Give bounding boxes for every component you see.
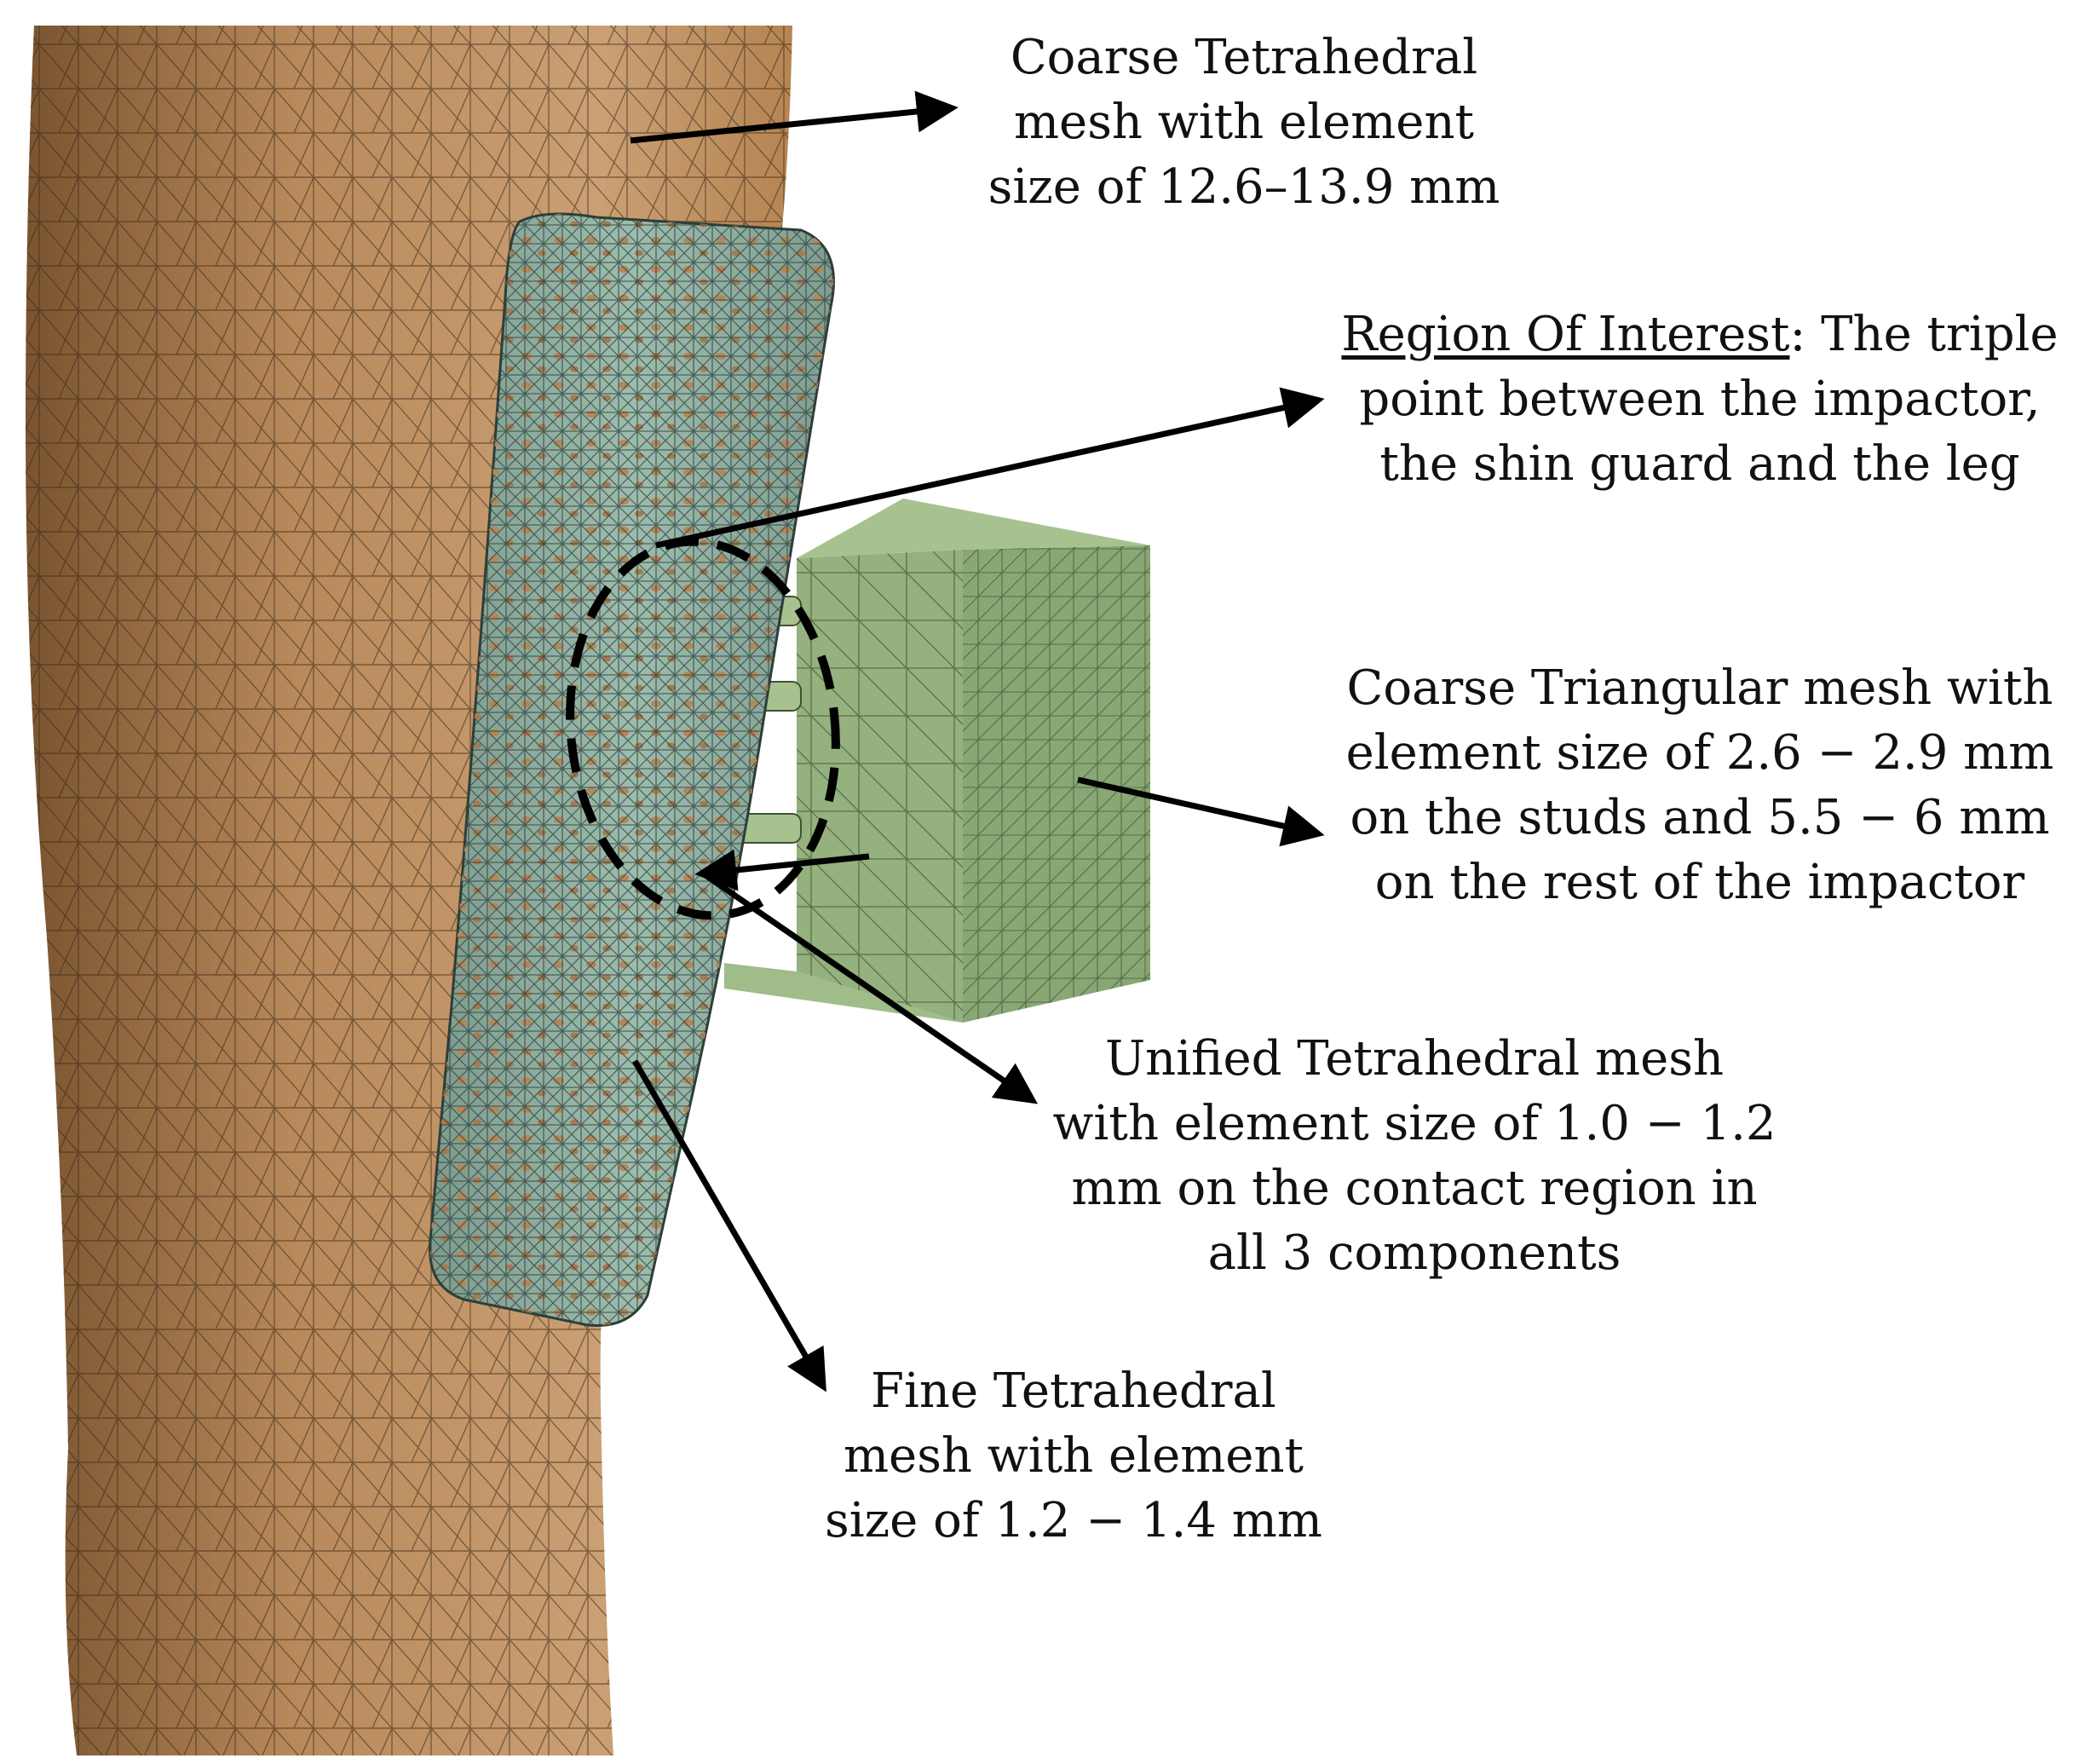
label-line: Coarse Tetrahedral <box>1010 30 1478 85</box>
label-line: Fine Tetrahedral <box>871 1363 1276 1419</box>
label-line: with element size of 1.0 − 1.2 <box>1052 1096 1776 1151</box>
label-line: size of 12.6–13.9 mm <box>988 159 1500 215</box>
label-region-of-interest: Region Of Interest: The triple point bet… <box>1329 303 2070 497</box>
label-line: mm on the contact region in <box>1071 1161 1758 1216</box>
shin-guard-mesh <box>429 214 834 1326</box>
label-line: Region Of Interest: The triple <box>1329 303 2070 367</box>
region-of-interest-term: Region Of Interest <box>1341 307 1790 362</box>
impactor <box>723 499 1150 1023</box>
shin-guard <box>429 212 835 1328</box>
label-unified-tetrahedral-mesh: Unified Tetrahedral mesh with element si… <box>1005 1027 1823 1286</box>
arrow-unified-tetrahedral-main <box>701 871 1039 1104</box>
label-line: on the studs and 5.5 − 6 mm <box>1350 790 2050 845</box>
label-line: mesh with element <box>1013 95 1475 150</box>
label-fine-tetrahedral-mesh: Fine Tetrahedral mesh with element size … <box>784 1359 1363 1554</box>
impactor-lower-face <box>724 963 963 1023</box>
label-line: all 3 components <box>1207 1225 1621 1281</box>
label-coarse-triangular-mesh: Coarse Triangular mesh with element size… <box>1329 656 2070 915</box>
annotation-arrows <box>630 90 1325 1392</box>
label-line: Coarse Triangular mesh with <box>1346 660 2053 716</box>
label-line: Unified Tetrahedral mesh <box>1104 1031 1725 1087</box>
label-line: size of 1.2 − 1.4 mm <box>825 1493 1322 1548</box>
label-coarse-tetrahedral-mesh: Coarse Tetrahedral mesh with element siz… <box>920 26 1568 220</box>
label-line-rest: : The triple <box>1789 307 2059 362</box>
label-line: on the rest of the impactor <box>1374 855 2025 910</box>
arrow-region-of-interest <box>655 387 1325 549</box>
impactor-front-face-mesh <box>797 550 963 1023</box>
label-line: the shin guard and the leg <box>1379 436 2020 492</box>
label-line: point between the impactor, <box>1359 372 2041 427</box>
arrow-coarse-tetrahedral <box>630 90 959 144</box>
arrow-coarse-triangular <box>1077 776 1325 847</box>
label-line: element size of 2.6 − 2.9 mm <box>1345 725 2054 781</box>
label-line: mesh with element <box>843 1428 1304 1484</box>
arrow-fine-tetrahedral <box>631 1059 826 1392</box>
arrow-unified-tetrahedral-left <box>694 849 870 891</box>
impactor-top-face <box>797 499 1150 558</box>
impactor-side-face-mesh <box>963 545 1150 1023</box>
